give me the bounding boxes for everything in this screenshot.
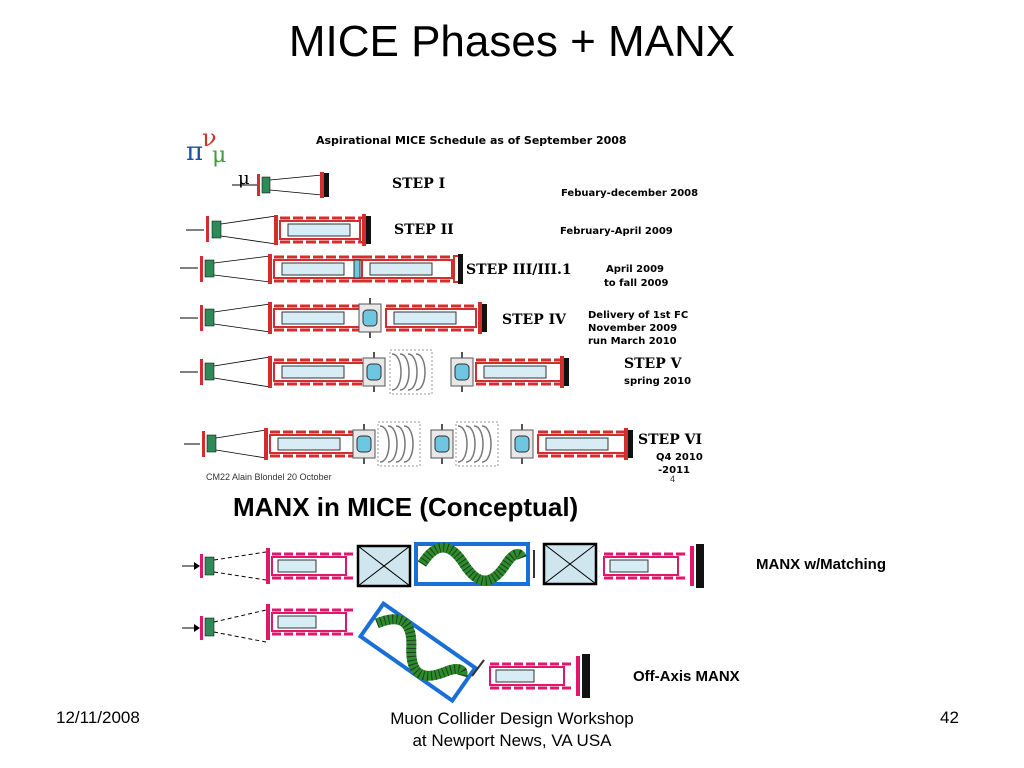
mice-logo: π ν μ [186,124,226,168]
step-4-date-1: Delivery of 1st FC [588,310,688,321]
step-3-label: STEP III/III.1 [466,262,572,278]
step-2-beamline [186,214,372,246]
slide-title: MICE Phases + MANX [288,17,736,66]
figure-credit: CM22 Alain Blondel 20 October [206,472,332,482]
step-6-date-2: -2011 [658,465,690,476]
footer-event: Muon Collider Design Workshop at Newport… [312,708,712,752]
step-4-date-2: November 2009 [588,323,677,334]
logo-mu: μ [212,143,226,168]
manx-matching-beamline [182,544,704,588]
step-4-label: STEP IV [502,312,567,328]
step-3-beamline [180,254,463,284]
step-3-date-2: to fall 2009 [604,278,668,289]
step-2-date: February-April 2009 [560,226,673,237]
footer-event-line-1: Muon Collider Design Workshop [390,709,634,728]
step-3-date-1: April 2009 [606,264,664,275]
step-4-date-3: run March 2010 [588,336,677,347]
step-5-label: STEP V [624,356,683,372]
mice-schedule-diagram: π ν μ Aspirational MICE Schedule as of S… [180,124,703,484]
step-5-date: spring 2010 [624,376,691,387]
offaxis-manx-label: Off-Axis MANX [633,668,740,685]
step-1-beamline: μ [232,168,329,198]
step-2-label: STEP II [394,222,454,238]
step-6-date-1: Q4 2010 [656,452,703,463]
step-4-beamline [180,297,487,339]
step-1-label: STEP I [392,176,445,192]
step-5-beamline [180,349,569,395]
footer-event-line-2: at Newport News, VA USA [412,731,612,750]
logo-pi: π [186,137,203,167]
manx-offaxis-beamline [182,604,590,701]
step-6-beamline [184,421,633,467]
logo-nu: ν [202,124,217,152]
footer-page-number: 42 [940,708,959,727]
manx-subtitle: MANX in MICE (Conceptual) [233,492,579,522]
manx-diagram [182,530,704,710]
schedule-heading: Aspirational MICE Schedule as of Septemb… [316,134,627,147]
manx-matching-label: MANX w/Matching [756,556,886,573]
step-6-label: STEP VI [638,432,702,448]
footer-date: 12/11/2008 [56,708,140,727]
step-1-date: Febuary-december 2008 [561,188,698,199]
mu-symbol: μ [238,168,250,189]
figure-page-number: 4 [670,474,675,484]
